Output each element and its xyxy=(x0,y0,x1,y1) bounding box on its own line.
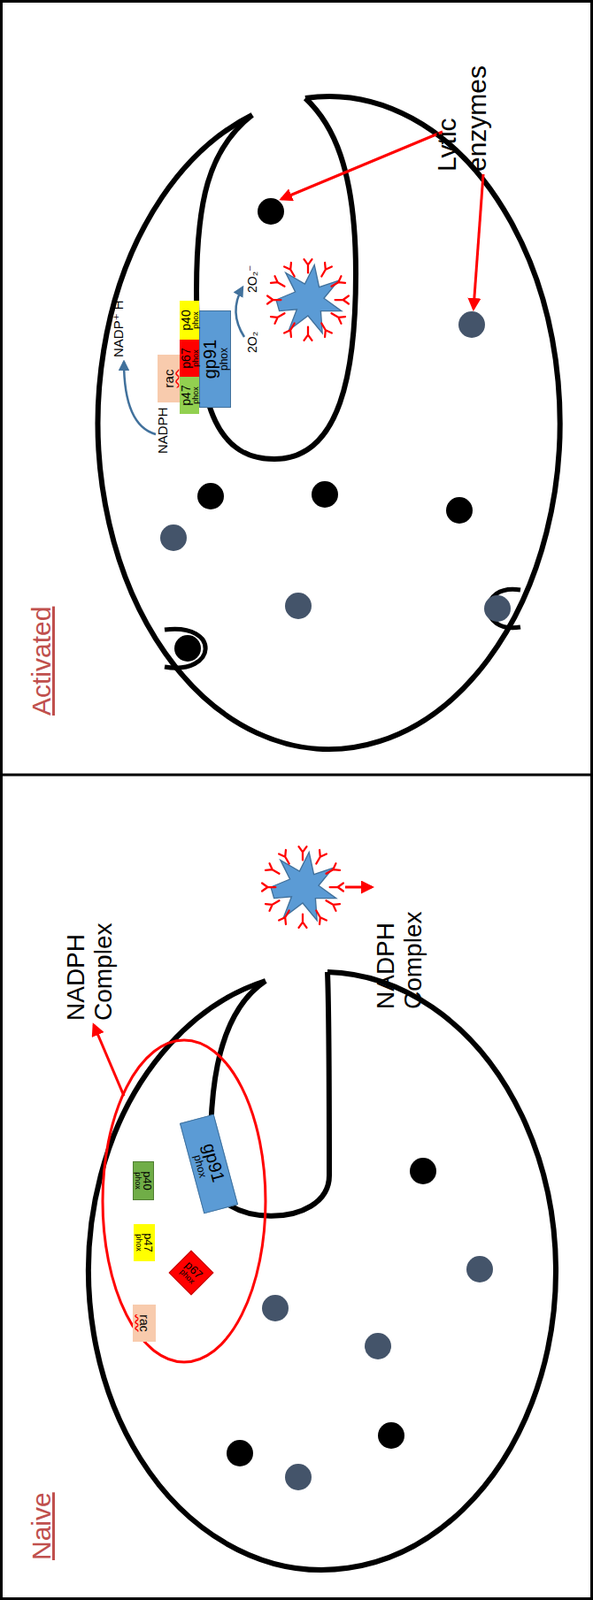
molecule-label: 2O₂⁻ xyxy=(246,265,261,294)
reaction-arrow xyxy=(123,361,156,435)
protein-subscript: phox xyxy=(192,386,201,405)
leader-arrow xyxy=(281,131,443,200)
naive-cell xyxy=(88,972,556,1572)
protein-box: p40phox xyxy=(132,1162,155,1202)
protein-box: rac xyxy=(157,354,180,403)
callout-label: Lytic enzymes xyxy=(431,38,492,172)
protein-name: p40 xyxy=(141,1171,154,1192)
activated-cell xyxy=(98,96,561,750)
opsonized-bacterium xyxy=(261,847,344,929)
panel-divider xyxy=(0,774,593,778)
molecule-label: NADP⁺ H⁺ xyxy=(111,292,127,358)
opsonized-bacterium xyxy=(267,259,349,341)
protein-subscript: phox xyxy=(218,347,230,371)
protein-box: rac xyxy=(132,1305,156,1343)
protein-name: gp91 xyxy=(200,339,219,380)
cell-membrane xyxy=(88,972,556,1572)
reaction-arrow xyxy=(235,287,245,338)
protein-subscript: phox xyxy=(134,1234,143,1253)
cell-membrane xyxy=(98,96,561,750)
callout-label: NADPH Complex xyxy=(61,888,118,1022)
protein-box: gp91phox xyxy=(179,1115,239,1216)
complex-outline xyxy=(102,1040,266,1364)
callout-label: NADPH Complex xyxy=(371,877,428,1010)
panel-title: Activated xyxy=(26,607,57,717)
leader-arrow xyxy=(345,886,372,890)
protein-name: p40 xyxy=(179,309,193,331)
molecule-label: NADPH xyxy=(155,407,171,455)
protein-box: p47phox xyxy=(179,377,200,415)
protein-diamond: p67phox xyxy=(169,1251,215,1297)
naive-granules xyxy=(226,1158,493,1492)
endocytic-bud xyxy=(164,629,206,669)
protein-box: gp91phox xyxy=(199,310,232,409)
protein-name: p47 xyxy=(179,385,193,406)
activated-granules xyxy=(160,198,511,663)
protein-subscript: phox xyxy=(133,1172,142,1191)
protein-name: p67 xyxy=(179,347,193,369)
phagosome xyxy=(196,98,356,460)
leader-arrow xyxy=(93,1025,124,1097)
protein-box: p67phox xyxy=(179,339,200,378)
protein-box: p47phox xyxy=(133,1224,155,1263)
protein-name: p47 xyxy=(142,1233,155,1254)
protein-box: p40phox xyxy=(179,300,200,340)
protein-name: rac xyxy=(161,369,176,389)
protein-name: rac xyxy=(138,1315,151,1333)
protein-subscript: phox xyxy=(192,311,201,330)
leader-arrow xyxy=(473,174,484,309)
protein-subscript: phox xyxy=(192,349,201,368)
panel-title: Naive xyxy=(26,1493,57,1562)
molecule-label: 2O₂ xyxy=(246,331,261,354)
